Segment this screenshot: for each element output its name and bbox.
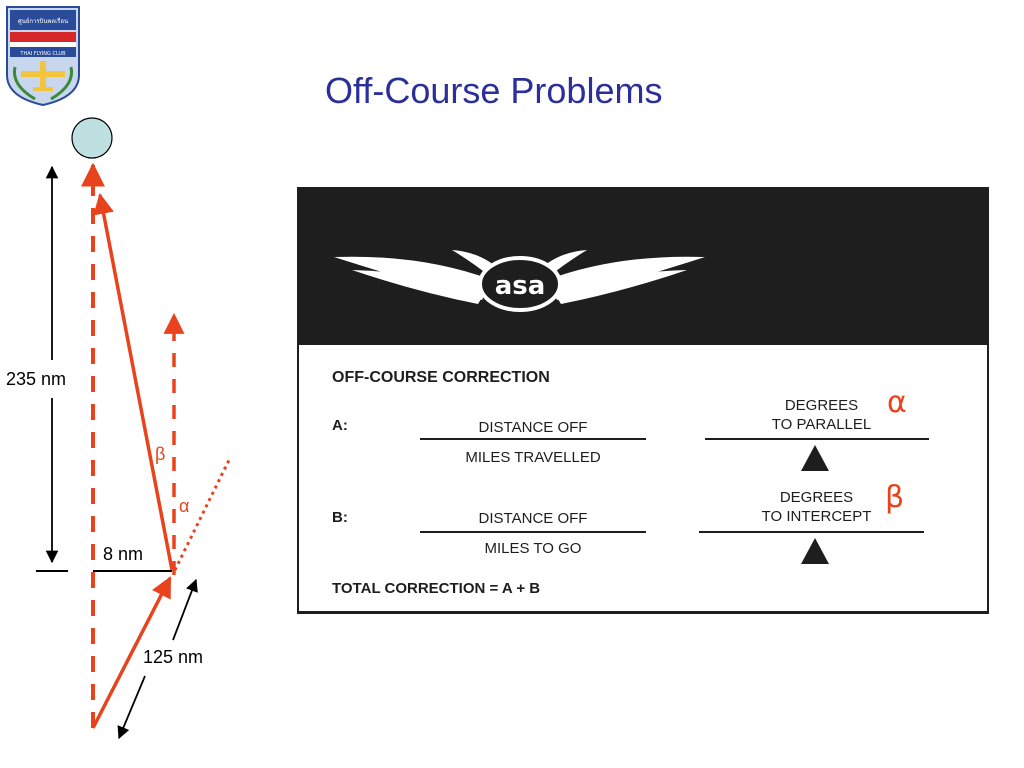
logo-top-text: ศูนย์การบินพลเรือน bbox=[18, 17, 68, 25]
row-a-degrees-line1: DEGREES bbox=[784, 397, 859, 414]
distance-off-label: 8 nm bbox=[103, 544, 143, 564]
card-header: asa bbox=[297, 187, 989, 345]
beta-angle-label: β bbox=[155, 444, 165, 464]
destination-circle bbox=[71, 117, 113, 159]
club-logo: ศูนย์การบินพลเรือน THAI FLYING CLUB bbox=[6, 6, 80, 107]
asa-wings-logo: asa bbox=[334, 250, 705, 312]
row-a-alpha-symbol: α bbox=[887, 385, 907, 420]
row-a-label: A: bbox=[332, 417, 348, 434]
row-b-label: B: bbox=[332, 509, 348, 526]
card-body: OFF-COURSE CORRECTION A: DISTANCE OFF MI… bbox=[297, 345, 989, 614]
row-b-degrees-line bbox=[699, 531, 924, 533]
alpha-angle-label: α bbox=[179, 496, 189, 516]
total-correction-formula: TOTAL CORRECTION = A + B bbox=[332, 580, 541, 597]
asa-correction-card: asa OFF-COURSE CORRECTION A: DISTANCE OF… bbox=[297, 187, 989, 615]
airplane-icon bbox=[21, 61, 65, 91]
card-heading: OFF-COURSE CORRECTION bbox=[332, 369, 550, 386]
row-a-numerator: DISTANCE OFF bbox=[478, 419, 588, 436]
row-a-denominator: MILES TRAVELLED bbox=[465, 449, 601, 466]
logo-band-text: THAI FLYING CLUB bbox=[19, 51, 66, 57]
asa-brand-text: asa bbox=[495, 271, 546, 301]
row-b-numerator: DISTANCE OFF bbox=[478, 510, 588, 527]
row-b-fraction-line bbox=[420, 531, 646, 533]
row-b-beta-symbol: β bbox=[885, 480, 905, 515]
row-b-triangle-icon bbox=[801, 538, 829, 564]
row-b-degrees-line1: DEGREES bbox=[779, 489, 854, 506]
correction-line bbox=[93, 192, 174, 571]
row-b-degrees-line2: TO INTERCEPT bbox=[761, 508, 872, 525]
distance-total-label: 235 nm bbox=[6, 369, 66, 389]
row-a-fraction-line bbox=[420, 438, 646, 440]
actual-track-line bbox=[91, 576, 172, 729]
off-course-diagram: 235 nm 8 nm 125 nm β α bbox=[6, 117, 232, 740]
row-a-degrees-line2: TO PARALLEL bbox=[771, 416, 872, 433]
distance-travelled-arrow-bottom bbox=[117, 675, 146, 740]
distance-travelled-arrow-top bbox=[172, 578, 198, 641]
row-b-denominator: MILES TO GO bbox=[484, 540, 582, 557]
distance-travelled-label: 125 nm bbox=[143, 647, 203, 667]
row-a-degrees-line bbox=[705, 438, 929, 440]
row-a-triangle-icon bbox=[801, 445, 829, 471]
